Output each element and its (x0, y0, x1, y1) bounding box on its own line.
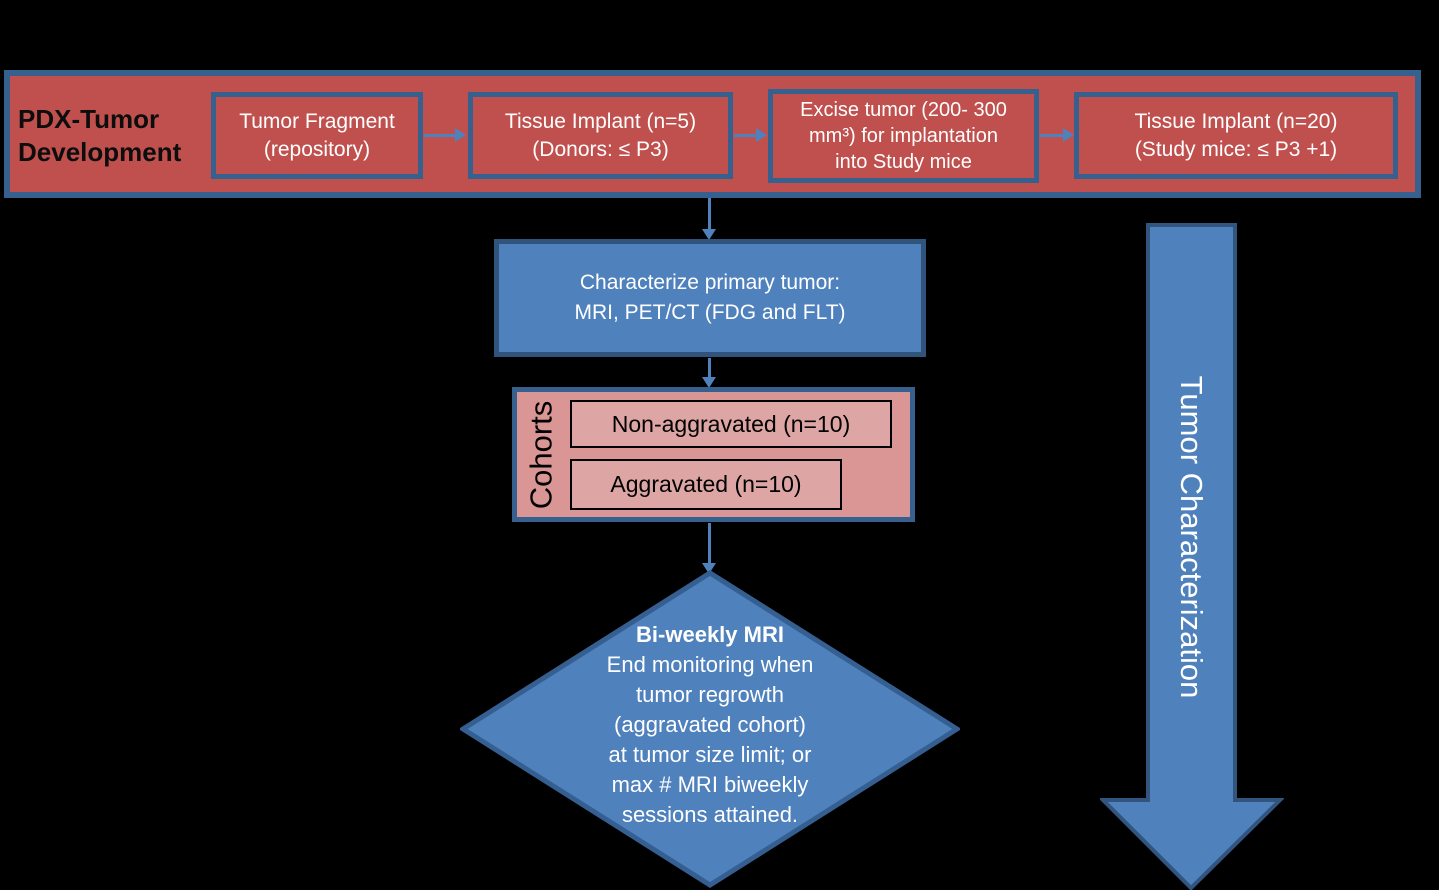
tumor-characterization-label: Tumor Characterization (1174, 375, 1209, 699)
characterize-box: Characterize primary tumor: MRI, PET/CT … (494, 239, 926, 357)
step-box-tumor-fragment: Tumor Fragment (repository) (211, 92, 423, 179)
cohort-item-aggravated: Aggravated (n=10) (570, 459, 842, 510)
tumor-characterization-arrow (1100, 223, 1284, 890)
decision-diamond (460, 570, 960, 888)
arrow-line (708, 198, 711, 229)
step-box-tissue-implant-donors: Tissue Implant (n=5) (Donors: ≤ P3) (468, 92, 733, 179)
arrow-line (424, 134, 455, 137)
cohorts-label-wrap: Cohorts (512, 387, 570, 522)
arrow-head (756, 128, 767, 142)
arrow-head (702, 229, 716, 240)
decision-text: Bi-weekly MRI End monitoring when tumor … (535, 620, 885, 830)
arrow-head (455, 128, 466, 142)
arrow-line (1040, 134, 1063, 137)
cohorts-label: Cohorts (523, 400, 559, 509)
decision-body: End monitoring when tumor regrowth (aggr… (606, 652, 814, 827)
decision-title: Bi-weekly MRI (636, 622, 784, 647)
arrow-head (702, 563, 716, 574)
diamond-shape (460, 570, 960, 888)
step-box-tissue-implant-study: Tissue Implant (n=20) (Study mice: ≤ P3 … (1074, 92, 1398, 179)
step-box-excise-tumor: Excise tumor (200- 300 mm³) for implanta… (768, 89, 1039, 183)
arrow-line (734, 134, 756, 137)
arrow-line (708, 358, 711, 377)
cohort-item-non-aggravated: Non-aggravated (n=10) (570, 400, 892, 448)
big-down-arrow-shape (1100, 223, 1284, 890)
arrow-head (702, 377, 716, 388)
arrow-line (708, 523, 711, 563)
arrow-head (1063, 128, 1074, 142)
banner-title: PDX-Tumor Development (18, 104, 182, 167)
